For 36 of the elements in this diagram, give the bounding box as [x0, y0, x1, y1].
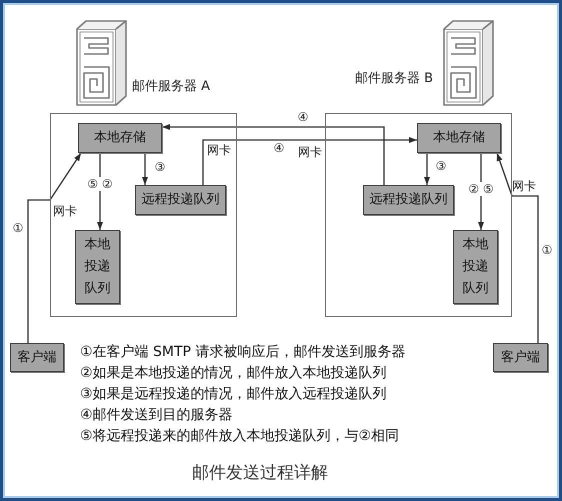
- arrow: [27, 152, 82, 343]
- storage-box: 本地存储: [417, 123, 501, 153]
- server-frame: [50, 113, 237, 317]
- diagram-caption: 邮件发送过程详解: [192, 462, 328, 484]
- storage-box: 本地存储: [78, 123, 162, 153]
- edge-label: ③: [154, 160, 166, 174]
- arrow: [162, 124, 385, 185]
- client-box: 客户端: [493, 343, 548, 372]
- edge-label: ①: [540, 243, 554, 257]
- note-text: ④邮件发送到目的服务器: [80, 406, 233, 425]
- note-text: ②如果是本地投递的情况，邮件放入本地投递队列: [80, 364, 387, 383]
- edge-label: ①: [12, 221, 24, 235]
- arrow: [424, 153, 430, 185]
- note-text: ①在客户端 SMTP 请求被响应后，邮件发送到服务器: [80, 343, 406, 362]
- note-text: ⑤将远程投递来的邮件放入本地投递队列，与②相同: [80, 427, 400, 446]
- arrow: [142, 153, 148, 185]
- port-label: 网卡: [53, 204, 77, 218]
- client-box: 客户端: [10, 343, 64, 372]
- server-label: 邮件服务器 A: [132, 78, 210, 95]
- queue-box: 本地投递队列: [75, 230, 120, 304]
- arrow: [496, 152, 539, 343]
- port-label: 网卡: [298, 145, 322, 159]
- server-frame: [325, 113, 512, 317]
- edge-label: ④: [296, 110, 310, 124]
- port-label: 网卡: [512, 179, 536, 193]
- queue-box: 远程投递队列: [363, 185, 454, 215]
- server-label: 邮件服务器 B: [355, 70, 434, 87]
- edge-label: ③: [434, 159, 448, 173]
- arrow: [202, 137, 417, 185]
- queue-box: 本地投递队列: [453, 230, 498, 304]
- edge-label: ④: [272, 141, 286, 155]
- edge-label: ⑤ ②: [86, 177, 114, 191]
- edge-label: ② ⑤: [467, 182, 495, 196]
- note-text: ③如果是远程投递的情况，邮件放入远程投递队列: [80, 385, 387, 404]
- port-label: 网卡: [207, 143, 231, 157]
- queue-box: 远程投递队列: [135, 185, 226, 215]
